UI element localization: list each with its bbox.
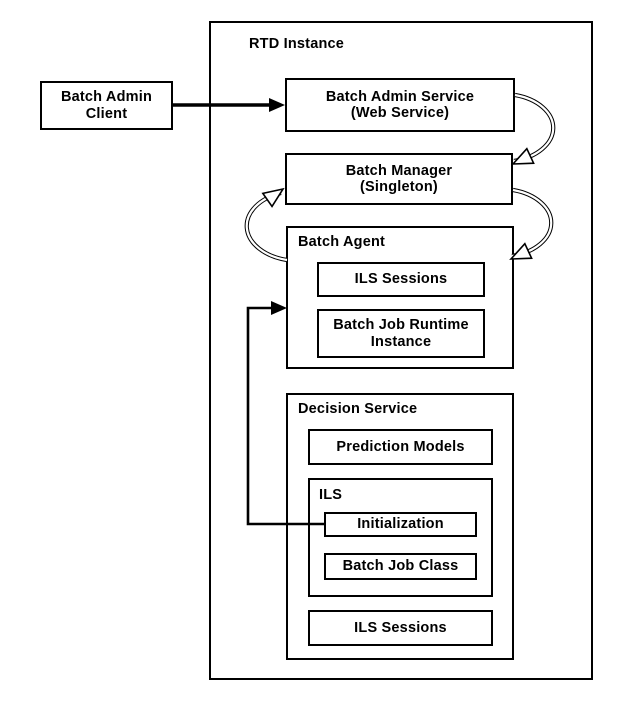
ils-sessions-label: ILS Sessions bbox=[354, 619, 447, 636]
ils-sessions-box: ILS Sessions bbox=[308, 610, 493, 646]
agent-ils-sessions-box: ILS Sessions bbox=[317, 262, 485, 297]
batch-admin-service-box: Batch Admin Service (Web Service) bbox=[285, 78, 515, 132]
rtd-instance-container bbox=[209, 21, 593, 680]
agent-ils-sessions-label: ILS Sessions bbox=[354, 271, 448, 288]
batch-admin-client-label: Batch Admin Client bbox=[60, 89, 153, 122]
batch-job-runtime-label: Batch Job Runtime Instance bbox=[333, 317, 469, 350]
prediction-models-box: Prediction Models bbox=[308, 429, 493, 465]
batch-admin-client-box: Batch Admin Client bbox=[40, 81, 173, 130]
batch-manager-label: Batch Manager (Singleton) bbox=[345, 162, 453, 196]
batch-job-class-label: Batch Job Class bbox=[342, 558, 459, 575]
initialization-box: Initialization bbox=[324, 512, 477, 537]
batch-manager-box: Batch Manager (Singleton) bbox=[285, 153, 513, 205]
batch-admin-service-label: Batch Admin Service (Web Service) bbox=[325, 88, 475, 122]
batch-job-runtime-box: Batch Job Runtime Instance bbox=[317, 309, 485, 358]
prediction-models-label: Prediction Models bbox=[336, 438, 465, 455]
ils-label: ILS bbox=[319, 487, 343, 503]
rtd-instance-label: RTD Instance bbox=[249, 36, 345, 52]
decision-service-label: Decision Service bbox=[298, 401, 418, 417]
initialization-label: Initialization bbox=[357, 516, 444, 533]
batch-job-class-box: Batch Job Class bbox=[324, 553, 477, 580]
batch-agent-label: Batch Agent bbox=[298, 234, 386, 250]
